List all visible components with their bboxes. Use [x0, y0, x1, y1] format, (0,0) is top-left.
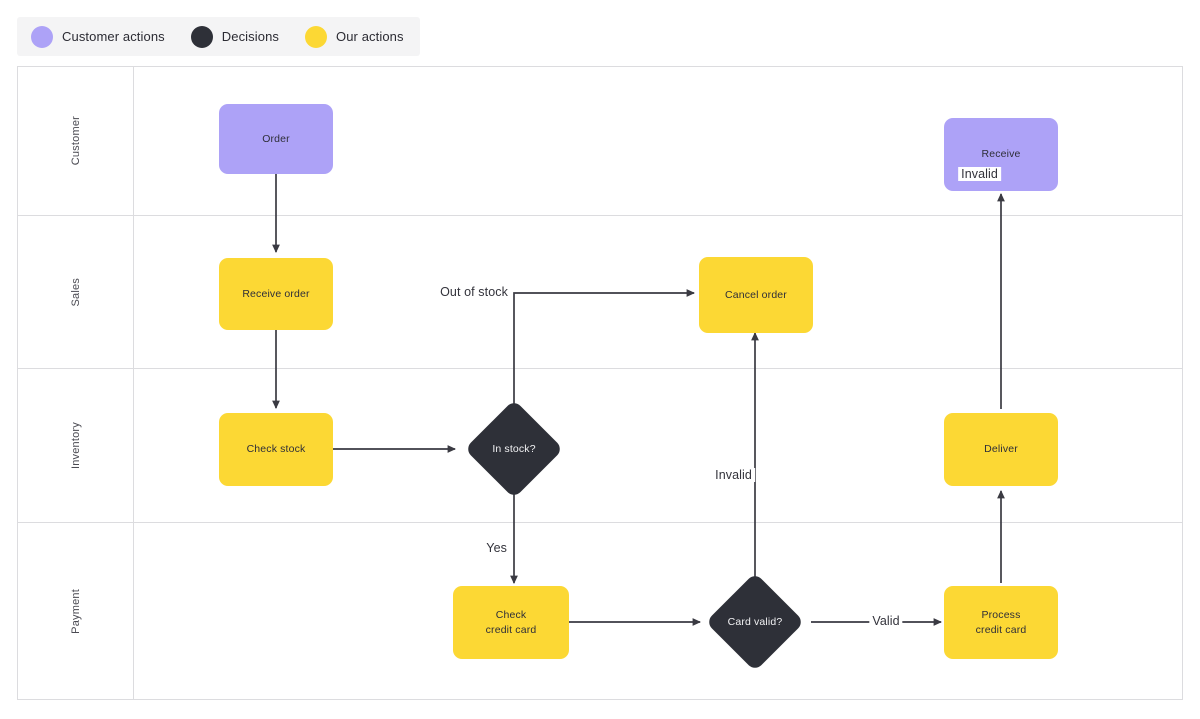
- edge-label-yes: Yes: [483, 541, 510, 555]
- node-label: Check credit card: [485, 609, 537, 636]
- node-check-stock[interactable]: Check stock: [219, 413, 333, 486]
- node-label: Card valid?: [727, 615, 783, 628]
- lane-customer: Customer: [18, 67, 1182, 216]
- legend-item-customer-actions: Customer actions: [31, 25, 165, 48]
- circle-icon: [190, 25, 213, 48]
- node-order[interactable]: Order: [219, 104, 333, 174]
- node-label: Receive: [981, 148, 1021, 161]
- node-label: Process credit card: [975, 609, 1027, 636]
- circle-icon: [31, 25, 53, 48]
- legend-item-decisions: Decisions: [190, 25, 280, 48]
- node-label: Deliver: [984, 443, 1018, 456]
- edge-label-invalid-middle: Invalid: [712, 468, 755, 482]
- node-process-credit-card[interactable]: Process credit card: [944, 586, 1058, 659]
- lane-header-sales: Sales: [18, 216, 134, 368]
- lane-header-payment: Payment: [18, 523, 134, 700]
- node-in-stock[interactable]: In stock?: [464, 399, 564, 499]
- lane-label: Payment: [69, 589, 82, 634]
- circle-icon: [305, 25, 328, 48]
- legend-item-our-actions: Our actions: [305, 25, 404, 48]
- lane-label: Inventory: [69, 421, 82, 470]
- legend-label: Decisions: [221, 29, 280, 44]
- node-deliver[interactable]: Deliver: [944, 413, 1058, 486]
- lane-header-inventory: Inventory: [18, 369, 134, 522]
- node-label: Check stock: [246, 443, 306, 456]
- lane-payment: Payment: [18, 523, 1182, 700]
- legend: Customer actions Decisions Our actions: [17, 17, 420, 56]
- node-label: Receive order: [242, 287, 310, 300]
- lane-sales: Sales: [18, 216, 1182, 369]
- node-check-credit-card[interactable]: Check credit card: [453, 586, 569, 659]
- legend-label: Our actions: [336, 29, 404, 44]
- edge-label-invalid-right: Invalid: [958, 167, 1001, 181]
- lane-label: Customer: [69, 116, 82, 166]
- node-card-valid[interactable]: Card valid?: [705, 572, 805, 672]
- node-label: Cancel order: [725, 288, 787, 301]
- node-cancel-order[interactable]: Cancel order: [699, 257, 813, 333]
- lane-inventory: Inventory: [18, 369, 1182, 523]
- lane-label: Sales: [69, 277, 82, 307]
- lane-header-customer: Customer: [18, 67, 134, 215]
- legend-label: Customer actions: [62, 29, 165, 44]
- node-receive-order[interactable]: Receive order: [219, 258, 333, 330]
- edge-label-out-of-stock: Out of stock: [437, 285, 511, 299]
- edge-label-valid: Valid: [869, 614, 903, 628]
- node-label: Order: [262, 132, 290, 145]
- node-label: In stock?: [492, 442, 536, 455]
